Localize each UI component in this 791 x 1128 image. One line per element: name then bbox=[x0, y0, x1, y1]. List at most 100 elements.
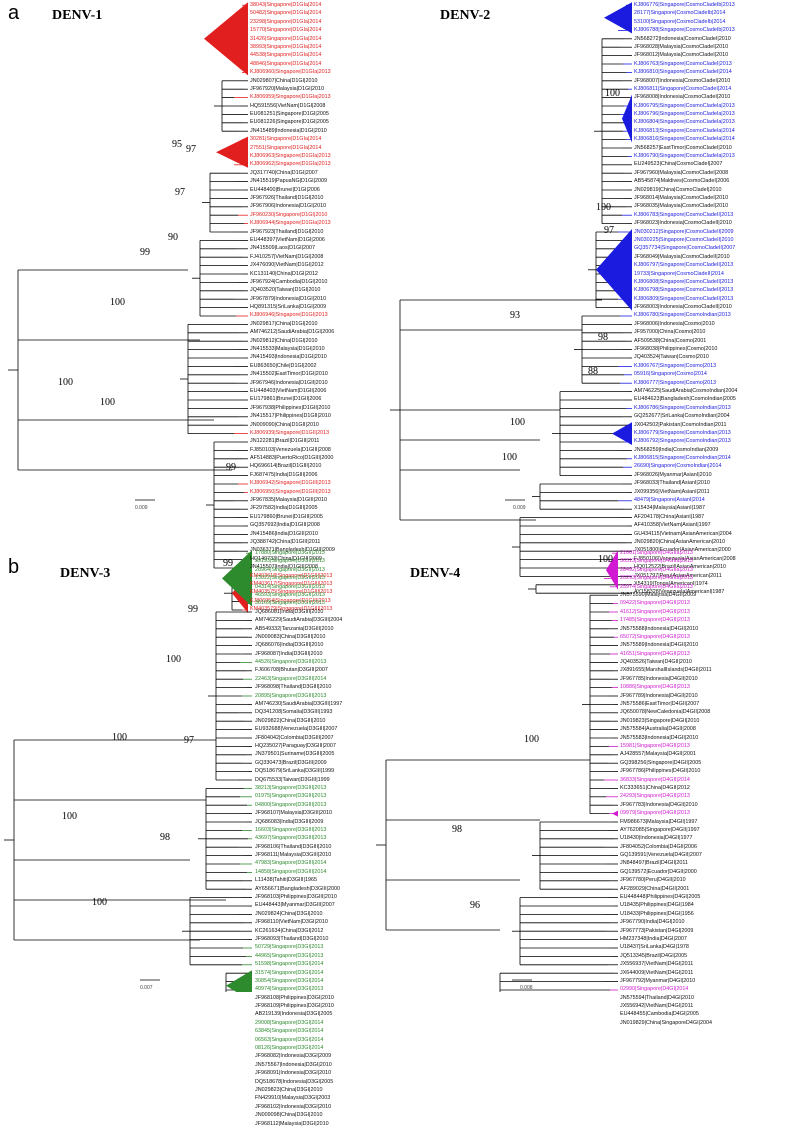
denv4-leaf-label: 24293|Singapore|D4GII|2013 bbox=[620, 793, 690, 800]
denv3-leaf-label: 14858|Singapore|D3GIII|2014 bbox=[255, 868, 327, 875]
denv1-leaf-label: JF967835|Malaysia|D1GIII|2010 bbox=[250, 497, 328, 504]
denv2-leaf-label: AF509538|China|Cosmo|2001 bbox=[634, 337, 707, 344]
denv1-leaf-label: KJ806962|Singapore|D1GIa|2013 bbox=[250, 161, 331, 168]
denv4-leaf-label: JX644009|VietNam|D4GI|2011 bbox=[620, 969, 694, 976]
denv2-leaf-label: JF968049|Malaysia|CosmoCladeII|2010 bbox=[634, 253, 730, 260]
denv4-collapsed-clade bbox=[612, 810, 618, 817]
denv3-leaf-label: 22463|Singapore|D3GIII|2014 bbox=[255, 675, 327, 682]
denv1-leaf-label: JN415486|India|D1GIII|2010 bbox=[250, 530, 319, 537]
denv2-bootstrap-label: 100 bbox=[502, 452, 517, 463]
denv2-bootstrap-label: 100 bbox=[605, 88, 620, 99]
denv2-leaf-label: KJ806808|Singapore|CosmoCladeII|2013 bbox=[634, 278, 734, 285]
denv3-leaf-label: FJ606708|Bhutan|D3GIII|2007 bbox=[255, 667, 328, 674]
denv3-leaf-label: 08126|Singapore|D3GI|2014 bbox=[255, 1045, 324, 1052]
denv1-leaf-label: EU081226|Singapore|D1GI|2005 bbox=[250, 119, 329, 126]
denv2-bootstrap-label: 93 bbox=[510, 310, 520, 321]
denv4-leaf-label: JN019829|China|SingaporeD4GI|2004 bbox=[620, 1019, 713, 1026]
denv1-leaf-label: JF967879|Indonesia|D1GI|2010 bbox=[250, 295, 327, 302]
denv3-leaf-label: 50729|Singapore|D3GI|2013 bbox=[255, 944, 324, 951]
denv4-leaf-label: JN575590|Malaysia|D4GII|2009 bbox=[620, 591, 697, 598]
denv4-leaf-label: 09422|Singapore|D4GII|2013 bbox=[620, 600, 690, 607]
denv1-leaf-label: 50482|Singapore|D1GIa|2014 bbox=[250, 10, 322, 17]
denv2-bootstrap-label: 88 bbox=[588, 366, 598, 377]
denv2-leaf-label: AF410358|VietNam|AsianI|1997 bbox=[634, 522, 711, 529]
denv3-leaf-label: AM746229|SaudiArabia|D3GIII|2004 bbox=[255, 617, 343, 624]
denv1-leaf-label: 38043|Singapore|D1GIa|2014 bbox=[250, 2, 322, 8]
denv1-bootstrap-label: 97 bbox=[186, 144, 196, 155]
denv2-leaf-label: KJ806811|Singapore|CosmoCladeI|2014 bbox=[634, 85, 732, 92]
denv3-leaf-label: 13022|Singapore|D3GII|2013 bbox=[255, 575, 325, 582]
denv1-collapsed-clade bbox=[204, 2, 248, 76]
denv1-leaf-label: EU448397|VietNam|D1GI|2006 bbox=[250, 236, 325, 243]
denv1-leaf-label: KJ806954|Singapore|D1GIII|2013 bbox=[250, 597, 331, 604]
denv2-title: DENV-2 bbox=[440, 8, 491, 23]
denv1-leaf-label: JF967920|Malaysia|D1GI|2010 bbox=[250, 85, 325, 92]
denv2-bootstrap-label: 98 bbox=[598, 332, 608, 343]
denv4-leaf-label: JF967783|Indonesia|D4GII|2010 bbox=[620, 801, 698, 808]
denv1-leaf-label: EU081251|Singapore|D1GI|2005 bbox=[250, 111, 329, 118]
denv1-leaf-label: JN415493|Indonesia|D1GI|2010 bbox=[250, 354, 327, 361]
denv1-leaf-label: GQ357692|India|D1GIII|2008 bbox=[250, 522, 320, 529]
denv2-leaf-label: 28177|Singapore|CosmoCladeIb|2014 bbox=[634, 10, 726, 17]
denv1-leaf-label: KJ806959|Singapore|D1GIa|2013 bbox=[250, 94, 331, 101]
denv1-leaf-label: 30281|Singapore|D1GIa|2014 bbox=[250, 136, 322, 143]
denv2-leaf-label: KJ806777|Singapore|Cosmo|2013 bbox=[634, 379, 717, 386]
denv1-leaf-label: JF967923|Thailand|D1GI|2010 bbox=[250, 228, 324, 235]
denv3-bootstrap-label: 98 bbox=[160, 832, 170, 843]
denv2-leaf-label: KJ806804|Singapore|CosmoCladeIa|2013 bbox=[634, 119, 735, 126]
denv1-leaf-label: EU179861|Brunei|D1GII|2006 bbox=[250, 396, 322, 403]
denv2-leaf-label: JX051797|Peru|AsianAmerican|2011 bbox=[634, 572, 722, 579]
denv3-leaf-label: 04800|Singapore|D3GIII|2013 bbox=[255, 801, 327, 808]
denv1-scale-label: 0.009 bbox=[135, 505, 148, 511]
denv4-leaf-label: GQ139591|Venezuela|D4GII|2007 bbox=[620, 852, 702, 859]
denv1-leaf-label: JF967924|Cambodia|D1GI|2010 bbox=[250, 278, 328, 285]
denv2-leaf-label: KJ806815|Singapore|CosmoIndian|2014 bbox=[634, 455, 731, 462]
denv2-leaf-label: JX051800|Ecuador|AsianAmerican|2000 bbox=[634, 547, 731, 554]
denv2-leaf-label: KJ806786|Singapore|CosmoIndian|2013 bbox=[634, 404, 731, 411]
denv1-leaf-label: JF967926|Thailand|D1GI|2010 bbox=[250, 194, 324, 201]
denv1-leaf-label: JN122281|Brazil|D1GIII|2011 bbox=[250, 438, 320, 445]
denv3-leaf-label: AB219139|Indonesia|D3GI|2005 bbox=[255, 1011, 333, 1018]
denv1-leaf-label: JF960230|Singapore|D1GI|2010 bbox=[250, 211, 328, 218]
denv2-leaf-label: HQ012522|Brazil|AsianAmerican|2010 bbox=[634, 564, 726, 571]
denv3-leaf-label: JN029823|China|D3GI|2010 bbox=[255, 1087, 323, 1093]
denv3-leaf-label: 63845|Singapore|D3GI|2014 bbox=[255, 1028, 324, 1035]
denv4-leaf-label: JN575586|EastTimor|D4GII|2007 bbox=[620, 701, 700, 708]
denv3-leaf-label: HQ235027|Paraguay|D3GIII|2007 bbox=[255, 742, 336, 749]
denv3-leaf-label: KC261634|China|D3GI|2012 bbox=[255, 927, 324, 934]
denv4-leaf-label: JN575589|Indonesia|D4GII|2010 bbox=[620, 642, 699, 649]
denv4-leaf-label: JF967780|Peru|D4GII|2010 bbox=[620, 877, 686, 884]
denv4-leaf-label: 28492|Singapore|D4GIIa|2013 bbox=[620, 566, 693, 573]
denv2-leaf-label: JF967960|Malaysia|CosmoCladeI|2008 bbox=[634, 169, 729, 176]
denv1-leaf-label: JN036371|Bangladesh|D1GIII|2009 bbox=[250, 547, 335, 554]
denv4-leaf-label: 10886|Singapore|D4GII|2013 bbox=[620, 684, 690, 691]
denv4-leaf-label: AY762085|Singapore|D4GII|1997 bbox=[620, 826, 700, 833]
denv3-leaf-label: JF968107|Malaysia|D3GIII|2010 bbox=[255, 810, 333, 817]
denv1-leaf-label: KJ806950|Singapore|D1GIII|2013 bbox=[250, 488, 331, 495]
denv2-collapsed-clade bbox=[622, 94, 632, 143]
denv3-leaf-label: JF968093|Thailand|D3GI|2010 bbox=[255, 935, 329, 942]
denv4-bootstrap-label: 96 bbox=[470, 900, 480, 911]
denv3-leaf-label: JF804042|Colombia|D3GIII|2007 bbox=[255, 734, 334, 741]
denv3-leaf-label: DQ341208|Somalia|D3GIII|1993 bbox=[255, 709, 333, 716]
denv3-leaf-label: JF968082|Indonesia|D3GI|2009 bbox=[255, 1053, 332, 1060]
denv1-leaf-label: JN029812|China|D1GI|2010 bbox=[250, 337, 318, 344]
denv4-leaf-label: 25974|Singapore|D4GIIa|2013 bbox=[620, 583, 693, 590]
denv3-leaf-label: L11438|Tahiti|D3GIII|1965 bbox=[255, 877, 317, 884]
denv3-leaf-label: 51598|Singapore|D3GI|2014 bbox=[255, 961, 324, 968]
denv1-leaf-label: KM403575|Singapore|D1GIII|2013 bbox=[250, 589, 333, 596]
denv4-leaf-label: GQ398256|Singapore|D4GII|2005 bbox=[620, 759, 702, 766]
denv2-leaf-label: JN030225|Singapore|CosmoCladeII|2010 bbox=[634, 236, 734, 243]
denv3-leaf-label: JF968110|VietNam|D3GI|2010 bbox=[255, 919, 328, 926]
denv3-leaf-label: JF968112|Malaysia|D3GI|2010 bbox=[255, 1120, 329, 1127]
denv1-bootstrap-label: 99 bbox=[140, 247, 150, 258]
denv4-leaf-label: JX556937|VietNam|D4GI|2011 bbox=[620, 961, 694, 968]
denv4-leaf-label: U18433|Philippines|D4GI|1956 bbox=[620, 910, 694, 917]
denv4-leaf-label: JN019823|Singapore|D4GII|2010 bbox=[620, 717, 700, 724]
denv3-leaf-label: DQ675533|Taiwan|D3GIII|1999 bbox=[255, 776, 330, 783]
denv1-leaf-label: KJ806960|Singapore|D1GIa|2013 bbox=[250, 69, 331, 76]
denv2-leaf-label: JF968003|Indonesia|CosmoCladeII|2010 bbox=[634, 304, 732, 311]
denv4-leaf-label: JX891655|MarshallIslands|D4GII|2011 bbox=[620, 667, 712, 674]
denv4-leaf-label: 65072|Singapore|D4GII|2013 bbox=[620, 633, 690, 640]
